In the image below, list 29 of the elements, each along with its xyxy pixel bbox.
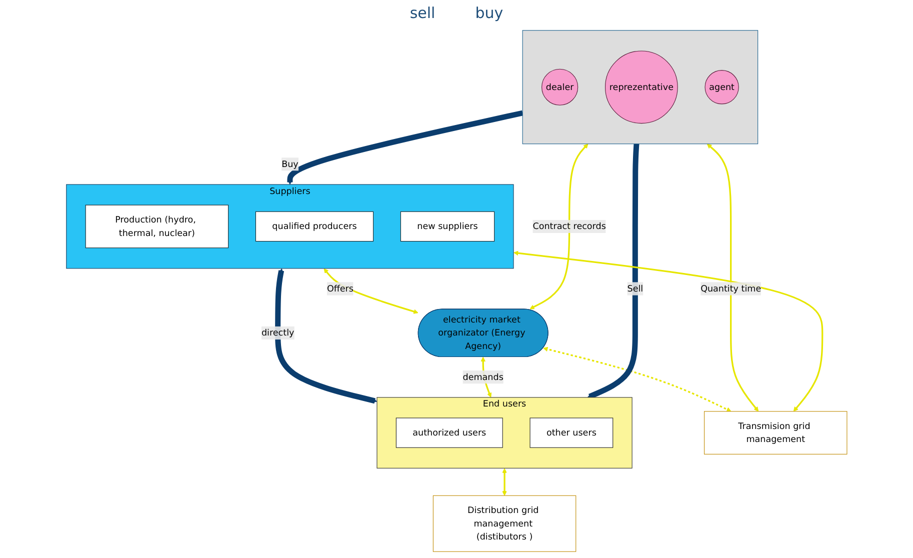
edge-label: directly [261,327,294,338]
edge-label: Offers [326,283,354,294]
cluster [522,30,758,144]
node-box: other users [530,418,613,448]
node-box: authorized users [396,418,503,448]
arrow [706,144,758,412]
node-box: new suppliers [400,211,494,242]
edge-label: demands [462,372,504,382]
arrow [529,144,588,310]
arrow [587,144,640,400]
arrow [287,110,523,185]
node-box: Distribution grid management (distibutors ) [432,495,576,552]
note-text: sell [410,4,436,22]
arrow [502,468,507,496]
arrow [274,268,378,404]
node-box: Transmision grid management [704,411,848,454]
node-box: Production (hydro, thermal, nuclear) [85,204,228,248]
edge-label: Buy [281,158,298,170]
node-circle: dealer [541,68,578,106]
node-box: qualified producers [255,211,374,242]
note-text: buy [475,4,504,22]
arrow [513,250,823,412]
edge-label: Sell [627,283,643,294]
edge-label: Quantity time [700,283,761,294]
arrow [542,346,732,412]
node-circle: agent [704,70,739,104]
edge-label: Contract records [532,220,606,232]
node-circle: reprezentative [604,50,678,124]
arrow [324,268,418,314]
